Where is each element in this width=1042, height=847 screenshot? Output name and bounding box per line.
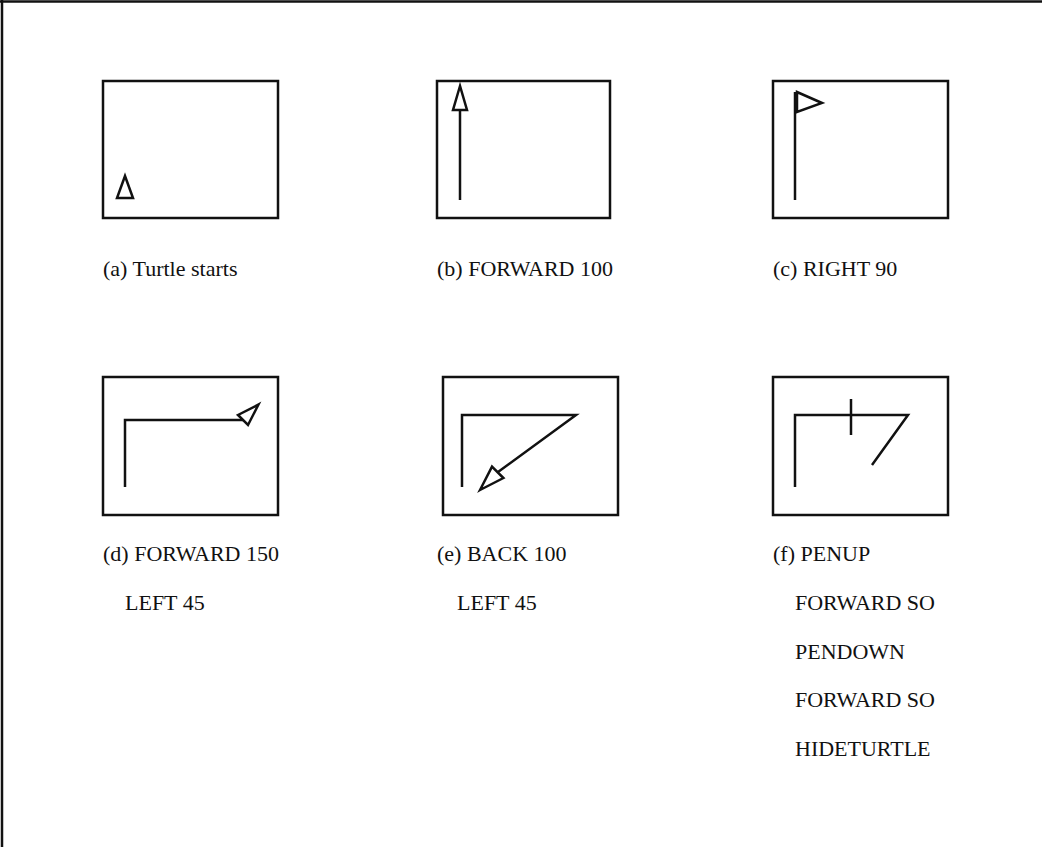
turtle-path: [459, 110, 462, 200]
command-line: LEFT 45: [125, 590, 205, 616]
turtle-symbol: [797, 92, 822, 112]
panel-box: [443, 377, 618, 515]
panel-box: [103, 81, 278, 218]
turtle-path: [462, 415, 576, 487]
panel-box: [103, 377, 278, 515]
panel-caption: (f) PENUP: [773, 541, 870, 567]
panel-box: [773, 81, 948, 218]
frame-line: [1, 0, 4, 847]
panel-box: [437, 81, 610, 218]
turtle-path: [125, 420, 243, 487]
command-line: HIDETURTLE: [795, 736, 931, 762]
command-line: FORWARD SO: [795, 590, 935, 616]
frame-line: [0, 0, 1042, 3]
command-line: FORWARD SO: [795, 687, 935, 713]
turtle-symbol: [453, 86, 467, 110]
panel-caption: (c) RIGHT 90: [773, 256, 897, 282]
panel-caption: (a) Turtle starts: [103, 256, 237, 282]
turtle-path: [850, 399, 853, 435]
turtle-symbol: [117, 176, 133, 198]
command-line: PENDOWN: [795, 639, 905, 665]
panel-caption: (b) FORWARD 100: [437, 256, 613, 282]
panel-caption: (d) FORWARD 150: [103, 541, 279, 567]
panel-box: [773, 377, 948, 515]
command-line: LEFT 45: [457, 590, 537, 616]
turtle-symbol: [480, 467, 503, 490]
turtle-symbol: [238, 405, 259, 426]
panel-caption: (e) BACK 100: [437, 541, 567, 567]
